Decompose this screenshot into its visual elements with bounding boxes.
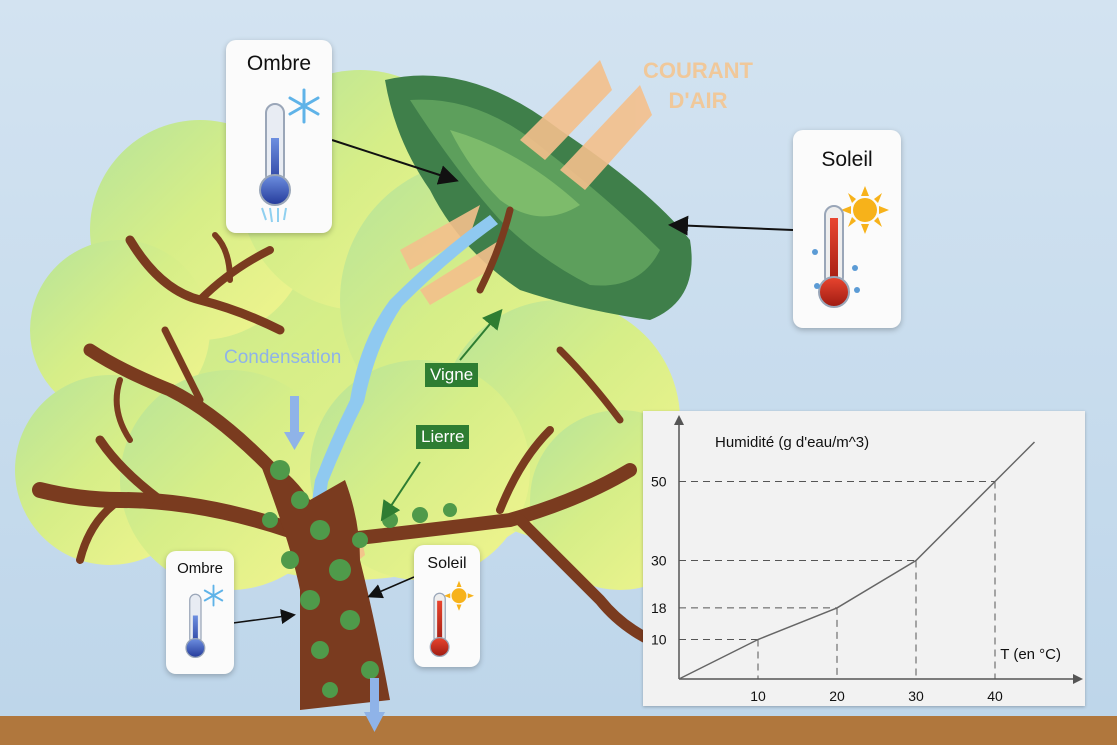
ombre-card-small: Ombre (166, 551, 234, 674)
humidity-chart: 10 20 30 40 10 18 30 50 Humidité (g d'eau/m^3) T … (643, 411, 1085, 706)
snowflake-thermometer-icon (259, 88, 320, 223)
y-tick-label: 50 (651, 474, 667, 490)
chart-title: Humidité (g d'eau/m^3) (715, 434, 869, 451)
soleil-card-large: Soleil (793, 130, 901, 328)
condensation-arrow-icon (284, 396, 305, 450)
x-axis-label: T (en °C) (1000, 646, 1061, 663)
pointer-arrow (367, 576, 415, 599)
air-current-label-line2: D'AIR (668, 88, 728, 113)
air-current-label-line1: COURANT (643, 58, 753, 83)
pointer-arrow (668, 215, 794, 236)
tree-trunk (255, 450, 390, 710)
ombre-card-large: Ombre (226, 40, 332, 233)
y-tick-label: 18 (651, 600, 667, 616)
pointer-arrow (232, 609, 296, 625)
x-tick-label: 20 (829, 688, 845, 704)
x-tick-label: 10 (750, 688, 766, 704)
y-tick-label: 30 (651, 553, 667, 569)
drip-arrow-icon (364, 678, 385, 732)
lierre-tag: Lierre (416, 425, 470, 449)
pointer-arrow (331, 139, 459, 185)
x-tick-label: 40 (987, 688, 1003, 704)
ombre-card-large-title: Ombre (246, 52, 312, 75)
soleil-card-small-title: Soleil (427, 555, 467, 572)
air-current-arrows (300, 60, 652, 600)
y-tick-label: 10 (651, 632, 667, 648)
air-current-label: COURANT D'AIR (628, 56, 768, 116)
humidity-chart-svg: 10 20 30 40 10 18 30 50 Humidité (g d'eau/m^3) T … (651, 415, 1083, 704)
condensation-label: Condensation (224, 347, 342, 368)
humidity-curve (678, 441, 1036, 680)
vine-canopy (385, 75, 692, 320)
tree-branches (32, 206, 656, 646)
soleil-card-small: Soleil (414, 545, 480, 667)
ground (0, 716, 1117, 745)
sun-thermometer-icon (812, 186, 889, 308)
y-axis-arrow (674, 415, 684, 425)
pointer-arrow (380, 461, 421, 522)
ombre-card-small-title: Ombre (177, 560, 223, 577)
snowflake-thermometer-icon (185, 584, 224, 658)
pointer-arrow (459, 308, 503, 361)
vigne-tag: Vigne (425, 363, 479, 387)
x-tick-label: 30 (908, 688, 924, 704)
soleil-card-large-title: Soleil (821, 148, 873, 171)
sun-thermometer-icon (429, 580, 474, 657)
x-axis-arrow (1073, 674, 1083, 684)
